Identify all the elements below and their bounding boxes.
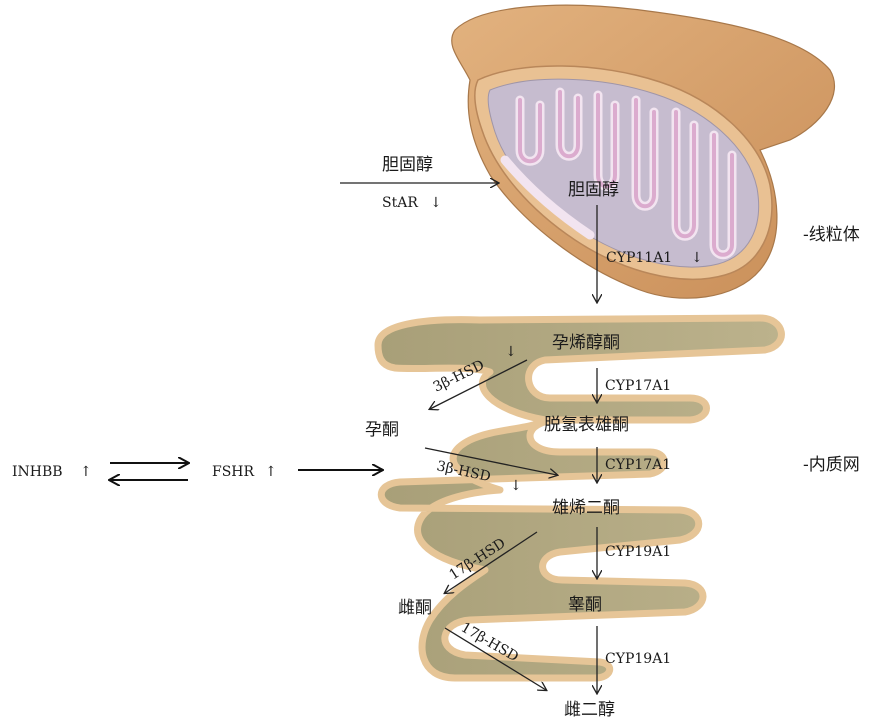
star-label: StAR	[382, 195, 418, 211]
hsd3b-down-arrow-1: ↓	[505, 344, 517, 360]
cyp17a1-label-1: CYP17A1	[605, 378, 671, 394]
hsd3b-down-arrow-2: ↓	[510, 478, 522, 494]
estrone-label: 雌酮	[398, 598, 432, 618]
star-down-arrow: ↓	[430, 195, 442, 211]
cholesterol-outer-label: 胆固醇	[382, 155, 433, 175]
fshr-label: FSHR	[212, 464, 255, 480]
inhbb-label: INHBB	[12, 464, 63, 480]
testosterone-label: 睾酮	[568, 595, 602, 615]
mitochondrion-organelle-label: -线粒体	[803, 225, 860, 245]
inhbb-up-arrow: ↑	[80, 464, 92, 480]
cyp19a1-label-1: CYP19A1	[605, 544, 671, 560]
estradiol-label: 雌二醇	[564, 700, 615, 720]
fshr-up-arrow: ↑	[265, 464, 277, 480]
cyp11a1-down-arrow: ↓	[691, 250, 703, 266]
progesterone-label: 孕酮	[365, 420, 399, 440]
er-organelle-label: -内质网	[803, 455, 860, 475]
androstenedione-label: 雄烯二酮	[552, 498, 620, 518]
dhea-label: 脱氢表雄酮	[544, 415, 629, 435]
cyp11a1-label: CYP11A1	[606, 250, 672, 266]
cyp17a1-label-2: CYP17A1	[605, 457, 671, 473]
pregnenolone-label: 孕烯醇酮	[552, 333, 620, 353]
cholesterol-inner-label: 胆固醇	[568, 180, 619, 200]
cyp19a1-label-2: CYP19A1	[605, 651, 671, 667]
